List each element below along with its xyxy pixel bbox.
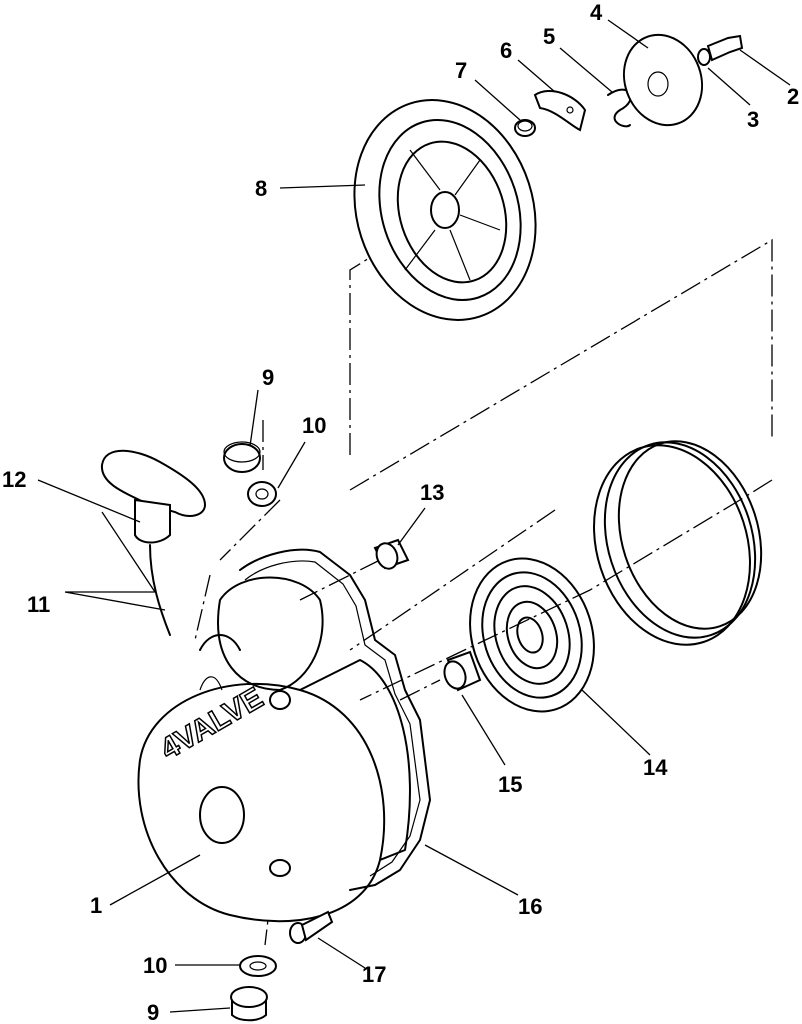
pulley xyxy=(353,99,537,321)
callout-3: 3 xyxy=(747,107,759,132)
callout-1: 1 xyxy=(90,893,102,918)
assembly-guide-lines xyxy=(194,169,773,946)
callout-8: 8 xyxy=(255,176,267,201)
callout-11: 11 xyxy=(27,592,50,617)
plug-top xyxy=(223,441,261,473)
washer-and-bolt xyxy=(697,34,744,66)
callout-10-bottom: 10 xyxy=(143,953,167,978)
pawl-spring xyxy=(514,119,536,137)
seal-washer-bottom xyxy=(239,955,277,977)
callout-14: 14 xyxy=(643,755,668,780)
friction-spring xyxy=(607,88,632,128)
callout-2: 2 xyxy=(787,84,799,109)
pawl xyxy=(533,90,587,132)
leader-lines xyxy=(37,19,791,1013)
seal-washer-top xyxy=(247,481,277,507)
callout-12: 12 xyxy=(2,467,26,492)
plug-bottom xyxy=(230,986,268,1022)
callout-9-bottom: 9 xyxy=(147,1000,159,1024)
recoil-housing: 4VALVE xyxy=(137,576,411,923)
bushing xyxy=(373,538,410,570)
callout-13: 13 xyxy=(420,480,444,505)
callout-5: 5 xyxy=(543,24,555,49)
callout-16: 16 xyxy=(518,894,542,919)
collar xyxy=(443,650,482,692)
starter-handle xyxy=(100,449,207,544)
callout-4: 4 xyxy=(590,0,603,25)
callout-15: 15 xyxy=(498,772,522,797)
callout-6: 6 xyxy=(500,38,512,63)
friction-plate xyxy=(622,33,704,127)
gasket xyxy=(239,548,431,891)
recoil-spring xyxy=(469,557,595,713)
callout-17: 17 xyxy=(362,962,386,987)
callout-10-top: 10 xyxy=(302,413,326,438)
spring-case xyxy=(593,440,763,646)
callout-7: 7 xyxy=(455,58,467,83)
cover-bolt xyxy=(289,910,334,944)
callout-9-top: 9 xyxy=(262,365,274,390)
starter-rope xyxy=(149,544,171,636)
